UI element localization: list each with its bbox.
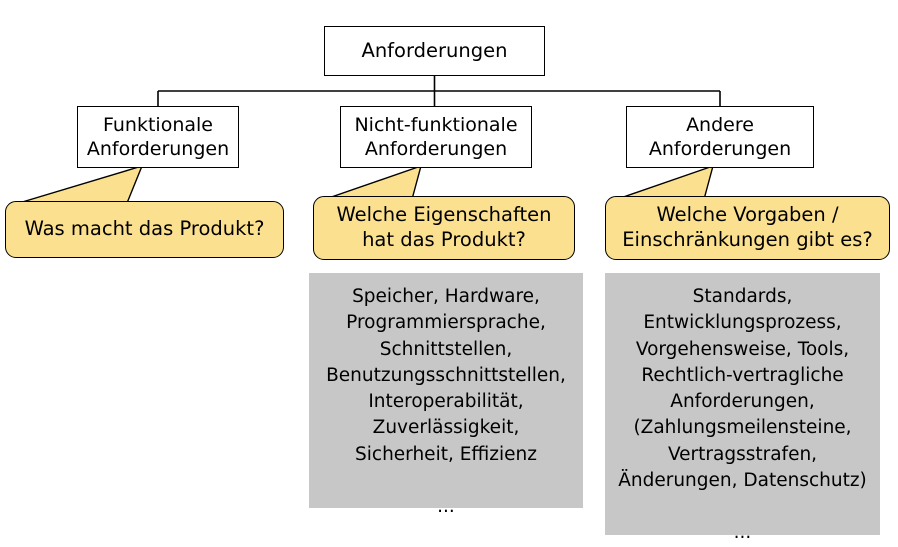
detail-list-nicht-funktionale-anforderungen: Speicher, Hardware, Programmiersprache, … — [309, 273, 583, 517]
detail-list-andere-anforderungen: Standards, Entwicklungsprozess, Vorgehen… — [605, 273, 880, 543]
callout-andere-anforderungen[interactable]: Welche Vorgaben / Einschränkungen gibt e… — [605, 196, 890, 260]
callout-nicht-funktionale-anforderungen[interactable]: Welche Eigenschaften hat das Produkt? — [313, 196, 575, 260]
node-andere-anforderungen[interactable]: Andere Anforderungen — [626, 106, 814, 168]
node-anforderungen-root[interactable]: Anforderungen — [324, 26, 545, 76]
node-funktionale-anforderungen[interactable]: Funktionale Anforderungen — [77, 106, 239, 168]
node-nicht-funktionale-anforderungen[interactable]: Nicht-funktionale Anforderungen — [340, 106, 532, 168]
callout-funktionale-anforderungen[interactable]: Was macht das Produkt? — [5, 201, 284, 258]
